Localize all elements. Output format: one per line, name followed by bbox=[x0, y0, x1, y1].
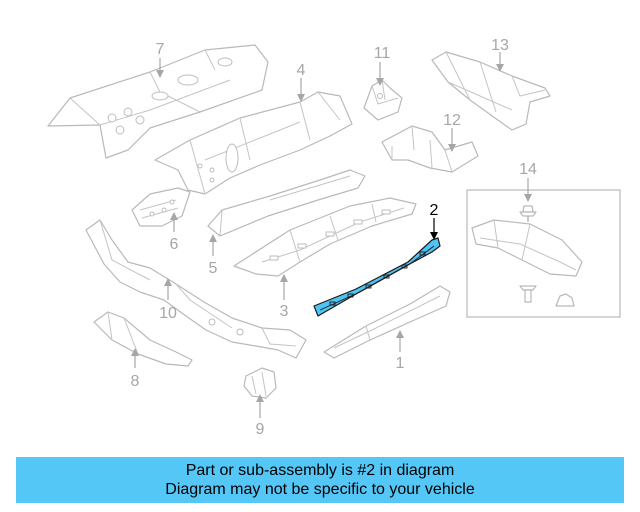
info-banner: Part or sub-assembly is #2 in diagram Di… bbox=[16, 457, 624, 503]
callout-3: 3 bbox=[280, 303, 289, 320]
leader-lines bbox=[131, 52, 532, 418]
part-13-illustration[interactable] bbox=[431, 51, 551, 131]
callout-9: 9 bbox=[256, 421, 265, 438]
part-12-illustration[interactable] bbox=[381, 125, 479, 173]
part-2-illustration[interactable] bbox=[313, 237, 441, 317]
callout-14: 14 bbox=[519, 161, 537, 178]
callout-labels: 7 4 11 13 12 14 2 6 5 3 10 1 8 9 bbox=[131, 37, 537, 438]
part-3-illustration[interactable] bbox=[233, 197, 417, 277]
callout-8: 8 bbox=[131, 373, 140, 390]
callout-13: 13 bbox=[491, 37, 509, 54]
parts-diagram: 7 4 11 13 12 14 2 6 5 3 10 1 8 9 bbox=[47, 37, 621, 438]
callout-1: 1 bbox=[396, 355, 405, 372]
part-11-illustration[interactable] bbox=[363, 79, 403, 121]
callout-4: 4 bbox=[297, 62, 306, 79]
callout-6: 6 bbox=[170, 236, 179, 253]
part-9-illustration[interactable] bbox=[243, 367, 277, 399]
part-10-illustration[interactable] bbox=[85, 219, 307, 359]
part-1-illustration[interactable] bbox=[323, 285, 451, 359]
callout-5: 5 bbox=[209, 260, 218, 277]
part-6-illustration[interactable] bbox=[131, 187, 191, 227]
banner-line-part: Part or sub-assembly is #2 in diagram bbox=[185, 462, 455, 479]
part-8-illustration[interactable] bbox=[93, 311, 193, 367]
callout-7: 7 bbox=[156, 41, 165, 58]
banner-line-disclaimer: Diagram may not be specific to your vehi… bbox=[165, 481, 475, 498]
part-4-illustration[interactable] bbox=[154, 91, 353, 195]
callout-11: 11 bbox=[374, 45, 391, 62]
part-5-illustration[interactable] bbox=[207, 169, 366, 237]
part-7-illustration[interactable] bbox=[47, 44, 269, 159]
part-14-inset[interactable] bbox=[466, 189, 621, 318]
callout-2: 2 bbox=[430, 202, 439, 219]
callout-10: 10 bbox=[159, 305, 177, 322]
callout-12: 12 bbox=[443, 112, 461, 129]
